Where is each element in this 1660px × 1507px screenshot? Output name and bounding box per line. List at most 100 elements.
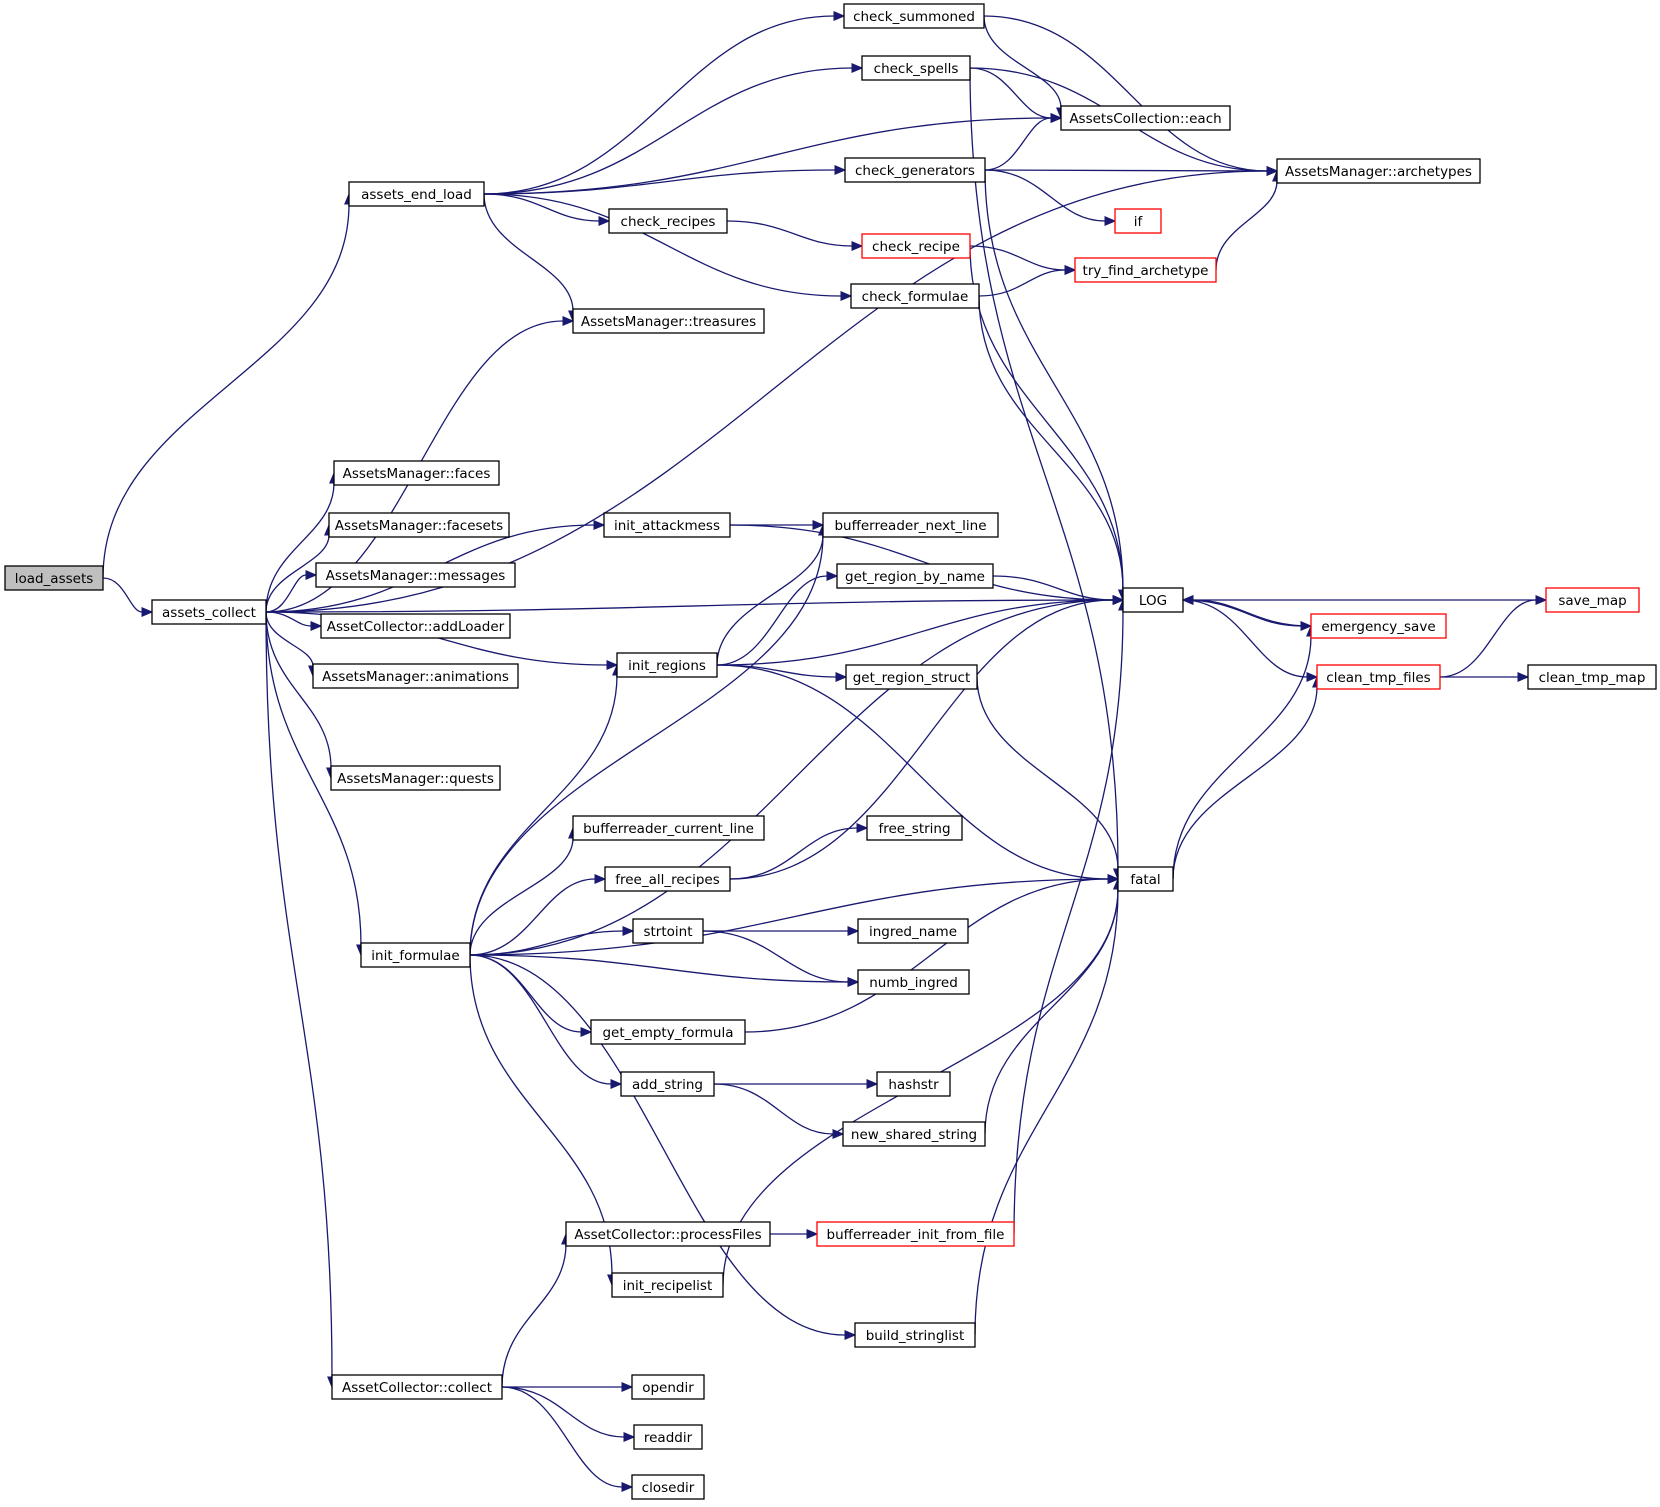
node-box-facesets[interactable] (328, 512, 510, 538)
node-box-get_region_by_name[interactable] (836, 563, 994, 589)
node-check_formulae[interactable]: check_formulae (850, 283, 980, 309)
node-box-faces[interactable] (333, 460, 500, 486)
node-load_assets[interactable]: load_assets (4, 565, 104, 591)
node-box-readdir[interactable] (633, 1424, 703, 1450)
node-box-bufferreader_init_from_file[interactable] (816, 1221, 1015, 1247)
node-opendir[interactable]: opendir (631, 1374, 705, 1400)
node-box-free_string[interactable] (866, 815, 963, 841)
node-LOG[interactable]: LOG (1122, 587, 1184, 613)
node-box-init_formulae[interactable] (360, 942, 471, 968)
node-box-init_regions[interactable] (616, 652, 718, 678)
node-get_region_by_name[interactable]: get_region_by_name (836, 563, 994, 589)
node-box-emergency_save[interactable] (1310, 613, 1447, 639)
node-box-free_all_recipes[interactable] (604, 866, 731, 892)
node-assets_end_load[interactable]: assets_end_load (348, 181, 485, 207)
node-init_attackmess[interactable]: init_attackmess (603, 512, 731, 538)
node-box-load_assets[interactable] (4, 565, 104, 591)
node-box-check_generators[interactable] (844, 157, 986, 183)
node-box-archetypes[interactable] (1276, 158, 1481, 184)
node-closedir[interactable]: closedir (631, 1474, 705, 1500)
node-box-collect[interactable] (331, 1374, 503, 1400)
node-box-quests[interactable] (330, 765, 501, 791)
node-init_regions[interactable]: init_regions (616, 652, 718, 678)
node-check_generators[interactable]: check_generators (844, 157, 986, 183)
node-get_region_struct[interactable]: get_region_struct (845, 664, 978, 690)
node-numb_ingred[interactable]: numb_ingred (857, 969, 970, 995)
node-box-strtoint[interactable] (632, 918, 704, 944)
node-box-messages[interactable] (315, 562, 516, 588)
node-animations[interactable]: AssetsManager::animations (312, 663, 519, 689)
node-collect[interactable]: AssetCollector::collect (331, 1374, 503, 1400)
node-box-init_attackmess[interactable] (603, 512, 731, 538)
node-add_string[interactable]: add_string (620, 1071, 715, 1097)
node-get_empty_formula[interactable]: get_empty_formula (590, 1019, 746, 1045)
node-treasures[interactable]: AssetsManager::treasures (572, 308, 765, 334)
node-box-processFiles[interactable] (565, 1221, 771, 1247)
node-box-clean_tmp_files[interactable] (1316, 664, 1441, 690)
node-bufferreader_next_line[interactable]: bufferreader_next_line (822, 512, 999, 538)
node-box-LOG[interactable] (1122, 587, 1184, 613)
node-box-fatal[interactable] (1117, 866, 1174, 892)
node-box-opendir[interactable] (631, 1374, 705, 1400)
node-box-check_recipe[interactable] (861, 233, 971, 259)
node-addLoader[interactable]: AssetCollector::addLoader (320, 613, 511, 639)
node-check_recipe[interactable]: check_recipe (861, 233, 971, 259)
node-check_spells[interactable]: check_spells (861, 55, 971, 81)
node-quests[interactable]: AssetsManager::quests (330, 765, 501, 791)
node-try_find_archetype[interactable]: try_find_archetype (1074, 257, 1217, 283)
node-free_all_recipes[interactable]: free_all_recipes (604, 866, 731, 892)
node-box-check_spells[interactable] (861, 55, 971, 81)
node-facesets[interactable]: AssetsManager::facesets (328, 512, 510, 538)
node-box-clean_tmp_map[interactable] (1527, 664, 1657, 690)
node-box-closedir[interactable] (631, 1474, 705, 1500)
node-assets_each[interactable]: AssetsCollection::each (1060, 105, 1231, 131)
node-archetypes[interactable]: AssetsManager::archetypes (1276, 158, 1481, 184)
node-box-assets_each[interactable] (1060, 105, 1231, 131)
node-box-add_string[interactable] (620, 1071, 715, 1097)
node-box-get_empty_formula[interactable] (590, 1019, 746, 1045)
node-check_recipes[interactable]: check_recipes (608, 208, 728, 234)
node-messages[interactable]: AssetsManager::messages (315, 562, 516, 588)
node-ingred_name[interactable]: ingred_name (857, 918, 969, 944)
node-bufferreader_current_line[interactable]: bufferreader_current_line (572, 815, 765, 841)
node-init_recipelist[interactable]: init_recipelist (611, 1272, 724, 1298)
node-processFiles[interactable]: AssetCollector::processFiles (565, 1221, 771, 1247)
node-box-numb_ingred[interactable] (857, 969, 970, 995)
node-box-assets_end_load[interactable] (348, 181, 485, 207)
node-clean_tmp_map[interactable]: clean_tmp_map (1527, 664, 1657, 690)
node-box-animations[interactable] (312, 663, 519, 689)
node-box-check_formulae[interactable] (850, 283, 980, 309)
node-box-try_find_archetype[interactable] (1074, 257, 1217, 283)
node-free_string[interactable]: free_string (866, 815, 963, 841)
node-box-ingred_name[interactable] (857, 918, 969, 944)
node-check_summoned[interactable]: check_summoned (843, 3, 985, 29)
node-box-save_map[interactable] (1545, 587, 1640, 613)
node-hashstr[interactable]: hashstr (876, 1071, 951, 1097)
node-box-get_region_struct[interactable] (845, 664, 978, 690)
node-box-assets_collect[interactable] (151, 599, 267, 625)
node-if[interactable]: if (1114, 208, 1162, 234)
node-box-addLoader[interactable] (320, 613, 511, 639)
node-readdir[interactable]: readdir (633, 1424, 703, 1450)
node-assets_collect[interactable]: assets_collect (151, 599, 267, 625)
node-faces[interactable]: AssetsManager::faces (333, 460, 500, 486)
node-box-init_recipelist[interactable] (611, 1272, 724, 1298)
node-strtoint[interactable]: strtoint (632, 918, 704, 944)
node-box-check_summoned[interactable] (843, 3, 985, 29)
node-box-hashstr[interactable] (876, 1071, 951, 1097)
node-init_formulae[interactable]: init_formulae (360, 942, 471, 968)
node-box-bufferreader_current_line[interactable] (572, 815, 765, 841)
node-emergency_save[interactable]: emergency_save (1310, 613, 1447, 639)
node-bufferreader_init_from_file[interactable]: bufferreader_init_from_file (816, 1221, 1015, 1247)
node-box-if[interactable] (1114, 208, 1162, 234)
node-save_map[interactable]: save_map (1545, 587, 1640, 613)
node-box-build_stringlist[interactable] (854, 1322, 976, 1348)
node-new_shared_string[interactable]: new_shared_string (842, 1121, 986, 1147)
node-box-treasures[interactable] (572, 308, 765, 334)
node-box-bufferreader_next_line[interactable] (822, 512, 999, 538)
node-box-check_recipes[interactable] (608, 208, 728, 234)
node-box-new_shared_string[interactable] (842, 1121, 986, 1147)
node-build_stringlist[interactable]: build_stringlist (854, 1322, 976, 1348)
node-fatal[interactable]: fatal (1117, 866, 1174, 892)
node-clean_tmp_files[interactable]: clean_tmp_files (1316, 664, 1441, 690)
